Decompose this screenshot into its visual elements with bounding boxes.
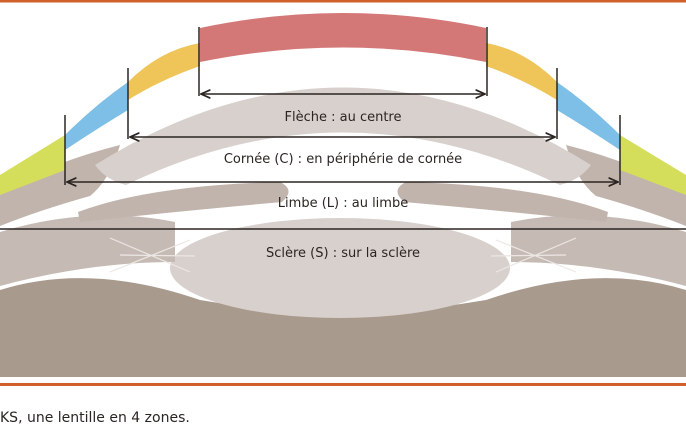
left-ciliary-body	[0, 215, 175, 286]
label-sclere: Sclère (S) : sur la sclère	[266, 246, 420, 261]
top-rule	[0, 0, 686, 3]
lens-zone-cornea-left	[128, 43, 200, 100]
measurement-arrows	[0, 94, 686, 230]
lens-zone-limbus-left	[65, 82, 128, 150]
right-iris	[397, 182, 608, 222]
left-zonule-lines	[109, 237, 196, 273]
right-zonule-lines	[490, 237, 577, 273]
label-fleche: Flèche : au centre	[285, 110, 402, 125]
lens-zone-sclera-left	[0, 135, 65, 195]
figure-caption: KS, une lentille en 4 zones.	[0, 410, 190, 426]
lens-zone-center	[200, 13, 486, 62]
left-iris	[78, 182, 289, 222]
lens-zone-limbus-right	[557, 82, 620, 150]
zone-boundaries	[64, 27, 621, 185]
label-limbe: Limbe (L) : au limbe	[278, 196, 408, 211]
right-sclera-wall	[566, 145, 686, 226]
lens-zone-cornea-right	[486, 43, 557, 100]
crystalline-lens	[170, 218, 510, 318]
bottom-rule	[0, 383, 686, 386]
right-ciliary-body	[511, 215, 686, 286]
lens-zone-sclera-right	[620, 135, 686, 195]
lower-tissue	[0, 278, 686, 377]
cornea	[95, 87, 591, 185]
left-sclera-wall	[0, 145, 120, 226]
label-cornee: Cornée (C) : en périphérie de cornée	[224, 152, 462, 167]
